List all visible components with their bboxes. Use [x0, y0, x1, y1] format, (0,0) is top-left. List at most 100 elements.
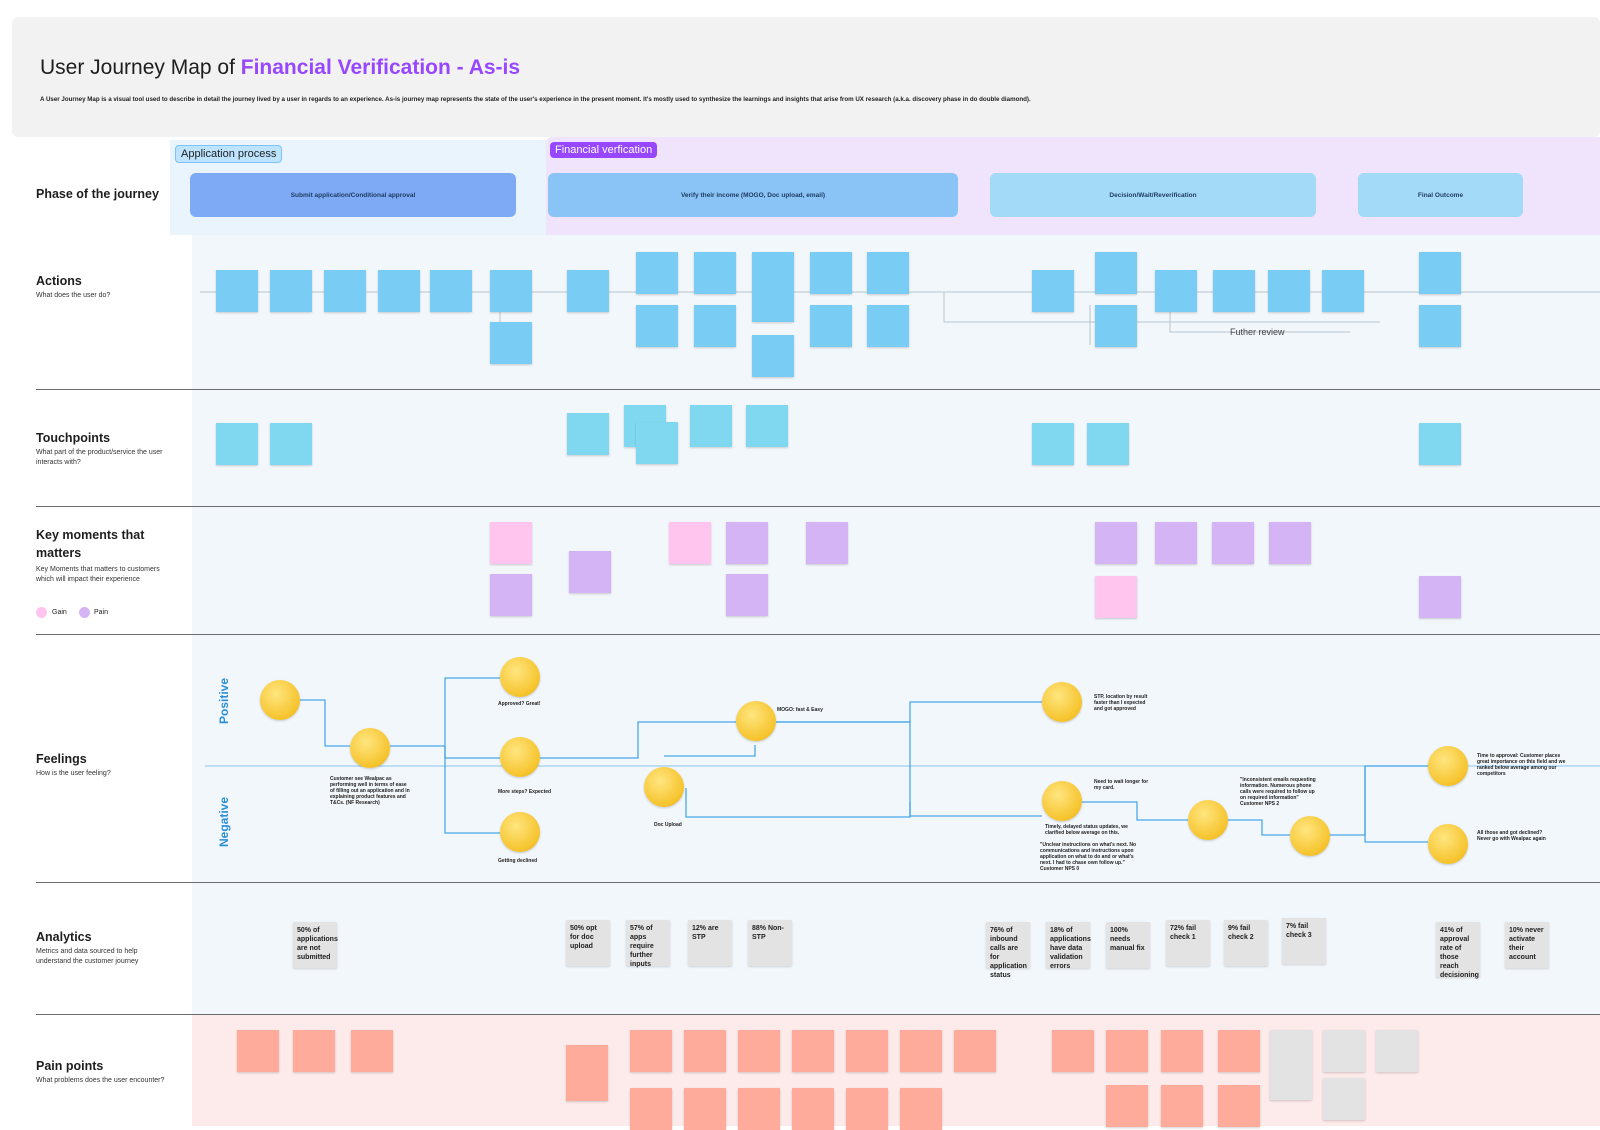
pain-note[interactable] [569, 551, 611, 593]
sticky-note[interactable] [867, 252, 909, 294]
gain-note[interactable] [669, 522, 711, 564]
pain-note[interactable] [1155, 522, 1197, 564]
painpoint-note[interactable] [738, 1030, 780, 1072]
analytics-note[interactable]: 88% Non-STP [748, 920, 792, 966]
phase-card[interactable]: Verify their income (MOGO, Doc upload, e… [548, 173, 958, 217]
sticky-note[interactable] [694, 305, 736, 347]
gain-note[interactable] [490, 522, 532, 564]
analytics-note[interactable]: 41% of approval rate of those reach deci… [1436, 922, 1480, 979]
analytics-note[interactable]: 72% fail check 1 [1166, 920, 1210, 966]
sticky-note[interactable] [690, 405, 732, 447]
painpoint-note[interactable] [237, 1030, 279, 1072]
sticky-note[interactable] [1087, 423, 1129, 465]
pain-note[interactable] [1269, 522, 1311, 564]
sticky-note[interactable] [636, 305, 678, 347]
sticky-note[interactable] [270, 270, 312, 312]
painpoint-note[interactable] [1218, 1085, 1260, 1127]
sticky-note[interactable] [1032, 423, 1074, 465]
analytics-note[interactable]: 50% of applications are not submitted [293, 922, 338, 968]
painpoint-note[interactable] [738, 1088, 780, 1130]
phase-card[interactable]: Final Outcome [1358, 173, 1523, 217]
sticky-note[interactable] [567, 413, 609, 455]
painpoint-note[interactable] [630, 1030, 672, 1072]
analytics-note[interactable]: 50% opt for doc upload [566, 920, 610, 966]
sticky-note[interactable] [1155, 270, 1197, 312]
section-tag-application[interactable]: Application process [175, 145, 283, 163]
painpoint-note[interactable] [846, 1030, 888, 1072]
painpoint-note[interactable] [1376, 1030, 1418, 1072]
painpoint-note[interactable] [1218, 1030, 1260, 1072]
painpoint-note[interactable] [792, 1030, 834, 1072]
painpoint-note[interactable] [1161, 1030, 1203, 1072]
painpoint-note[interactable] [351, 1030, 393, 1072]
analytics-note[interactable]: 100% needs manual fix [1106, 922, 1150, 968]
sticky-note[interactable] [1419, 423, 1461, 465]
sticky-note[interactable] [1095, 305, 1137, 347]
sticky-note[interactable] [1095, 252, 1137, 294]
sticky-note[interactable] [216, 270, 258, 312]
painpoint-note[interactable] [792, 1088, 834, 1130]
sticky-note[interactable] [867, 305, 909, 347]
pain-note[interactable] [490, 574, 532, 616]
painpoint-note[interactable] [846, 1088, 888, 1130]
sticky-note[interactable] [636, 422, 678, 464]
analytics-note[interactable]: 7% fail check 3 [1282, 918, 1326, 964]
painpoint-note[interactable] [1270, 1030, 1312, 1100]
row-subtitle: Key Moments that matters to customers wh… [36, 566, 160, 583]
sticky-note[interactable] [490, 270, 532, 312]
sticky-note[interactable] [430, 270, 472, 312]
painpoint-note[interactable] [293, 1030, 335, 1072]
sticky-note[interactable] [1032, 270, 1074, 312]
painpoint-note[interactable] [1106, 1085, 1148, 1127]
painpoint-note[interactable] [684, 1030, 726, 1072]
sticky-note[interactable] [1322, 270, 1364, 312]
painpoint-note[interactable] [566, 1045, 608, 1101]
pain-note[interactable] [726, 522, 768, 564]
feeling-caption: Getting declined [498, 858, 538, 864]
analytics-note[interactable]: 76% of inbound calls are for application… [986, 922, 1030, 979]
sticky-note[interactable] [752, 335, 794, 377]
painpoint-note[interactable] [900, 1088, 942, 1130]
sticky-note[interactable] [270, 423, 312, 465]
sticky-note[interactable] [490, 322, 532, 364]
painpoint-note[interactable] [900, 1030, 942, 1072]
sticky-note[interactable] [1213, 270, 1255, 312]
pain-note[interactable] [1095, 522, 1137, 564]
pain-note[interactable] [1212, 522, 1254, 564]
sticky-note[interactable] [636, 252, 678, 294]
sticky-note[interactable] [324, 270, 366, 312]
section-tag-financial[interactable]: Financial verfication [550, 142, 658, 158]
sticky-note[interactable] [1419, 305, 1461, 347]
phase-card[interactable]: Submit application/Conditional approval [190, 173, 516, 217]
painpoint-note[interactable] [1052, 1030, 1094, 1072]
sticky-note[interactable] [810, 305, 852, 347]
analytics-note[interactable]: 10% never activate their account [1505, 922, 1549, 968]
sticky-note[interactable] [378, 270, 420, 312]
painpoint-note[interactable] [1323, 1030, 1365, 1072]
painpoint-note[interactable] [954, 1030, 996, 1072]
painpoint-note[interactable] [630, 1088, 672, 1130]
sticky-note[interactable] [810, 252, 852, 294]
sticky-note[interactable] [746, 405, 788, 447]
sticky-note[interactable] [1268, 270, 1310, 312]
painpoint-note[interactable] [1106, 1030, 1148, 1072]
grin-emoji-icon [500, 657, 540, 697]
sticky-note[interactable] [694, 252, 736, 294]
sticky-note[interactable] [567, 270, 609, 312]
crying-emoji-icon [1428, 824, 1468, 864]
gain-note[interactable] [1095, 576, 1137, 618]
phase-card[interactable]: Decision/Wait/Reverification [990, 173, 1316, 217]
sticky-note[interactable] [752, 252, 794, 322]
painpoint-note[interactable] [684, 1088, 726, 1130]
analytics-note[interactable]: 18% of applications have data validation… [1046, 922, 1091, 970]
pain-note[interactable] [1419, 576, 1461, 618]
analytics-note[interactable]: 57% of apps require further inputs [626, 920, 670, 968]
analytics-note[interactable]: 9% fail check 2 [1224, 920, 1268, 966]
painpoint-note[interactable] [1161, 1085, 1203, 1127]
sticky-note[interactable] [1419, 252, 1461, 294]
analytics-note[interactable]: 12% are STP [688, 920, 732, 966]
pain-note[interactable] [806, 522, 848, 564]
sticky-note[interactable] [216, 423, 258, 465]
pain-note[interactable] [726, 574, 768, 616]
painpoint-note[interactable] [1323, 1078, 1365, 1120]
